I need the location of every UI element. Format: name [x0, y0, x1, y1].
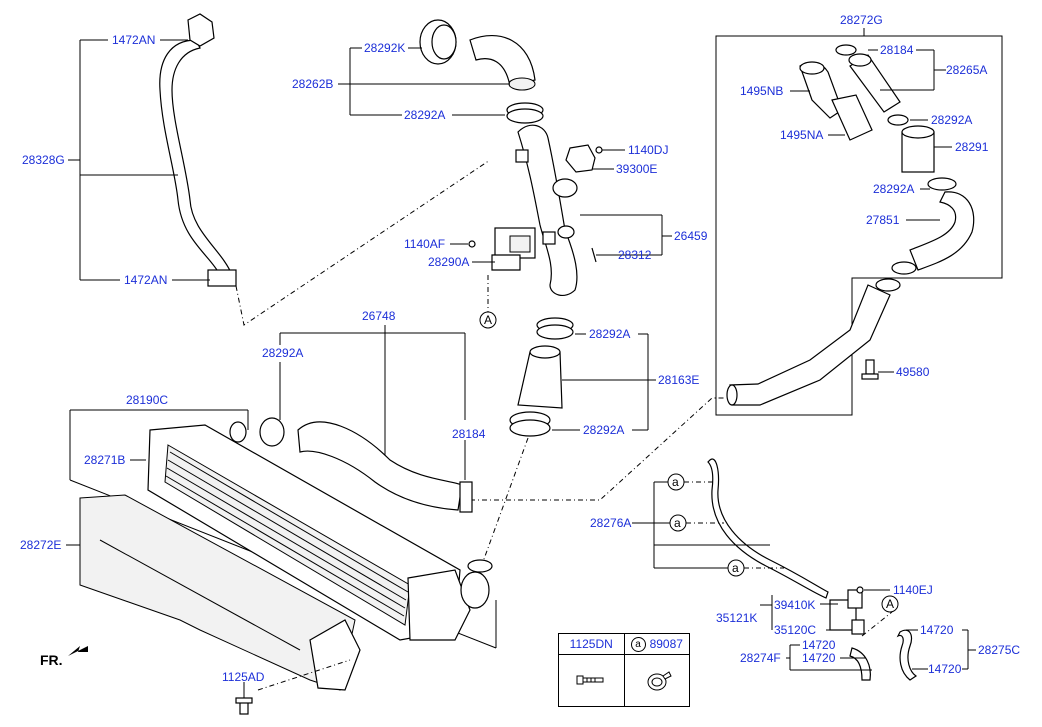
label-28163e: 28163E: [658, 373, 699, 387]
legend-bolt-cell: [559, 655, 624, 707]
hose-28328g: [159, 13, 237, 287]
label-26459: 26459: [674, 229, 708, 243]
clamp-lower-right: [875, 261, 917, 292]
legend-col-89087: a 89087: [623, 634, 690, 654]
label-28312: 28312: [618, 248, 652, 262]
label-35121k: 35121K: [716, 611, 757, 625]
bolt-1125ad: [235, 697, 253, 715]
label-28290a: 28290A: [428, 255, 469, 269]
clamp-28292k: [419, 19, 457, 65]
clamp-28184-right: [835, 44, 857, 56]
valve-35120c: [829, 586, 865, 635]
intercooler-28190c: [147, 424, 493, 641]
label-35120c: 35120C: [774, 623, 816, 637]
label-28262b: 28262B: [292, 77, 333, 91]
shield-28272e: [79, 494, 361, 691]
hose-clip-icon: [647, 671, 672, 691]
label-28274f: 28274F: [740, 651, 781, 665]
label-39410k: 39410K: [774, 598, 815, 612]
sensor-39300e: [565, 144, 603, 173]
clamp-28292a-mid-top: [536, 317, 574, 340]
label-28292k: 28292K: [364, 41, 405, 55]
vacuum-line-28276a: [707, 458, 829, 599]
label-28272e: 28272E: [20, 538, 61, 552]
label-28292a-6: 28292A: [873, 182, 914, 196]
ref-circle-a-lower: A: [886, 597, 894, 611]
ref-circle-a-1: a: [672, 475, 679, 489]
hose-26748: [229, 417, 473, 513]
pipe-outlet: [726, 284, 891, 406]
pipe-26459: [515, 124, 578, 297]
ref-circle-a-3: a: [732, 561, 739, 575]
legend-col-1125dn: 1125DN: [569, 637, 613, 651]
label-14720-3: 14720: [920, 623, 954, 637]
label-1495nb: 1495NB: [740, 84, 783, 98]
bolt-icon: [576, 675, 604, 685]
label-1140ej: 1140EJ: [893, 583, 933, 597]
label-26748: 26748: [362, 309, 396, 323]
label-27851: 27851: [866, 213, 900, 227]
label-28265a: 28265A: [946, 63, 987, 77]
hose-1495na: [831, 94, 873, 141]
intake-duct-1495nb: [799, 61, 843, 119]
hose-27851: [909, 191, 975, 271]
label-1472an-bottom: 1472AN: [124, 273, 167, 287]
connector-28291: [901, 125, 935, 173]
label-39300e: 39300E: [616, 162, 657, 176]
label-28272g: 28272G: [840, 13, 883, 27]
parts-legend-table: 1125DN a 89087: [558, 633, 690, 707]
label-1140dj: 1140DJ: [628, 143, 668, 157]
label-28292a-2: 28292A: [589, 327, 630, 341]
clamp-28292a-upper: [506, 102, 544, 124]
hose-28265a: [848, 53, 901, 113]
label-14720-1: 14720: [802, 638, 836, 652]
label-28292a-3: 28292A: [583, 423, 624, 437]
legend-89087-label: 89087: [649, 637, 683, 651]
label-28276a: 28276A: [590, 516, 631, 530]
hoses-28274f-28275c: [849, 629, 918, 681]
clamp-28292a-mid-bottom: [509, 411, 551, 437]
label-1140af: 1140AF: [404, 237, 445, 251]
hose-28163e: [517, 345, 563, 409]
clamp-28292a-right-2: [927, 177, 957, 191]
hose-28262b: [469, 35, 536, 91]
ref-circle-a-2: a: [674, 516, 681, 530]
bolt-49580: [861, 359, 879, 380]
label-1495na: 1495NA: [780, 128, 823, 142]
label-49580: 49580: [896, 365, 930, 379]
label-28292a-1: 28292A: [404, 108, 445, 122]
label-28184-1: 28184: [452, 427, 486, 441]
clamp-28292a-right-1: [887, 114, 909, 126]
front-direction-label: FR.: [40, 652, 63, 668]
label-1472an-top: 1472AN: [112, 33, 155, 47]
label-28291: 28291: [955, 140, 989, 154]
label-28184-2: 28184: [880, 43, 914, 57]
ref-circle-a-upper: A: [484, 313, 492, 327]
label-28275c: 28275C: [978, 643, 1020, 657]
label-28328g: 28328G: [22, 153, 65, 167]
front-arrow-icon: [68, 646, 88, 656]
label-28190c: 28190C: [126, 393, 168, 407]
legend-clip-cell: [623, 655, 690, 707]
label-1125ad: 1125AD: [222, 670, 265, 684]
label-28292a-4: 28292A: [262, 346, 303, 360]
label-14720-2: 14720: [802, 651, 836, 665]
actuator-28290a: [468, 227, 536, 271]
label-28292a-5: 28292A: [931, 113, 972, 127]
label-28271b: 28271B: [84, 453, 125, 467]
legend-circle-a: a: [630, 636, 646, 652]
label-14720-4: 14720: [928, 662, 962, 676]
